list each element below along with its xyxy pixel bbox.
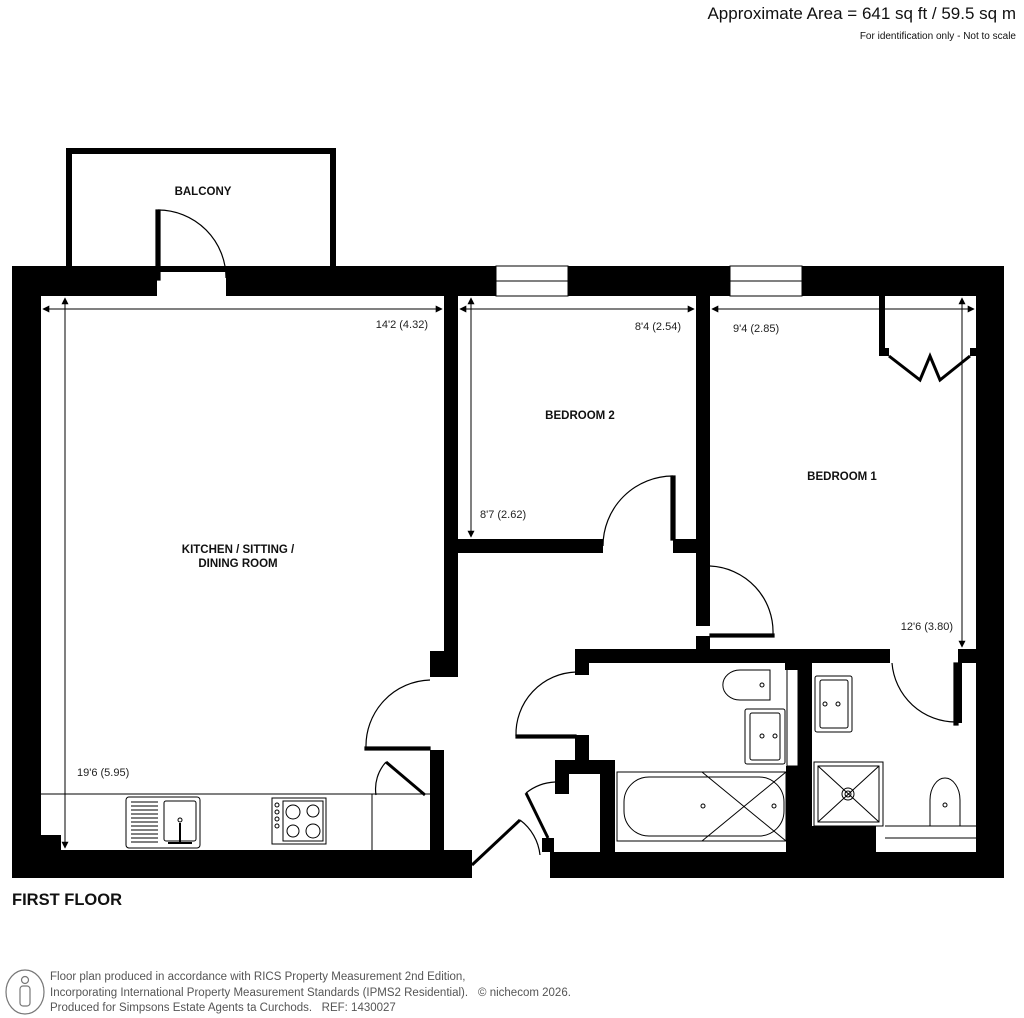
dim-bedroom1-width: 9'4 (2.85) [733, 323, 779, 335]
shower-tray-icon [813, 761, 884, 827]
footer-line-1: Floor plan produced in accordance with R… [50, 971, 466, 983]
person-info-icon [5, 969, 45, 1015]
toilet-icon [722, 669, 771, 701]
room-label-balcony: BALCONY [175, 186, 232, 198]
door-swings [155, 209, 971, 867]
outer-walls [12, 265, 1004, 878]
dim-kitchen-width: 14'2 (4.32) [376, 319, 428, 331]
dim-bedroom1-length: 12'6 (3.80) [901, 621, 953, 633]
bathroom-fittings [616, 662, 976, 842]
dim-bedroom2-length: 8'7 (2.62) [480, 509, 526, 521]
ensuite-toilet-icon [929, 777, 961, 826]
identification-disclaimer: For identification only - Not to scale [859, 31, 1016, 42]
interior-walls [430, 296, 976, 854]
footer-disclaimer: Floor plan produced in accordance with R… [50, 970, 571, 1017]
sink-icon [125, 796, 201, 849]
footer-line-2: Incorporating International Property Mea… [50, 986, 571, 999]
dimension-lines [42, 297, 975, 849]
dim-kitchen-length: 19'6 (5.95) [77, 767, 129, 779]
kitchen-units [41, 793, 430, 850]
room-label-bedroom2: BEDROOM 2 [545, 410, 615, 422]
basin-icon [744, 708, 786, 765]
bath-icon [616, 771, 787, 842]
approximate-area-title: Approximate Area = 641 sq ft / 59.5 sq m [707, 4, 1016, 23]
room-label-kitchen-line2: DINING ROOM [198, 558, 277, 570]
footer-line-3: Produced for Simpsons Estate Agents ta C… [50, 1002, 396, 1014]
room-label-bedroom1: BEDROOM 1 [807, 471, 877, 483]
ensuite-basin-icon [814, 675, 853, 733]
balcony [66, 148, 336, 272]
hob-icon [271, 797, 327, 845]
dim-bedroom2-width: 8'4 (2.54) [635, 321, 681, 333]
footer-brand: © nichecom 2026. [478, 986, 571, 999]
floor-label: FIRST FLOOR [12, 891, 122, 909]
room-label-kitchen-line1: KITCHEN / SITTING / [182, 544, 295, 556]
